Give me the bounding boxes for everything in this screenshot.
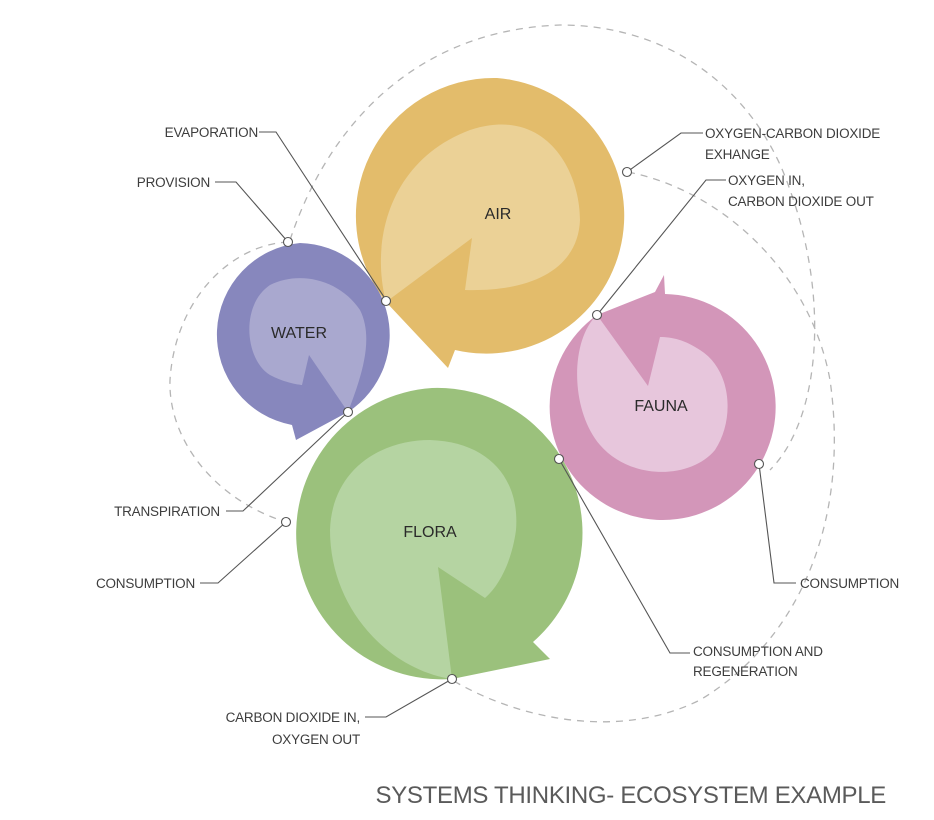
diagram-title: SYSTEMS THINKING- ECOSYSTEM EXAMPLE [376, 782, 887, 809]
label-consumption-regeneration-1: CONSUMPTION AND [693, 644, 823, 659]
label-transpiration: TRANSPIRATION [114, 504, 220, 519]
label-oxygen-carbon-exchange-2: EXHANGE [705, 147, 770, 162]
dot-consumption-left [280, 516, 292, 528]
water-inner-disc [249, 278, 367, 412]
leader-co2-in [365, 678, 453, 718]
node-flora[interactable]: FLORA [296, 387, 583, 680]
dashed-cycles [169, 24, 835, 723]
dot-oxygen-in [591, 309, 603, 321]
leader-oxygen-carbon-exchange [626, 132, 703, 173]
leader-consumption-left [200, 521, 287, 584]
air-inner-disc [380, 124, 580, 302]
leader-oxygen-in [596, 179, 726, 316]
fauna-label: FAUNA [634, 398, 688, 415]
node-air[interactable]: AIR [355, 77, 625, 368]
dot-provision [282, 236, 294, 248]
water-label: WATER [271, 325, 327, 342]
label-consumption-right: CONSUMPTION [800, 576, 899, 591]
label-evaporation: EVAPORATION [165, 125, 258, 140]
label-provision: PROVISION [137, 175, 210, 190]
node-fauna[interactable]: FAUNA [549, 275, 776, 520]
annotation-labels: EVAPORATION PROVISION OXYGEN-CARBON DIOX… [96, 125, 899, 747]
dot-oxygen-carbon-exchange [621, 166, 633, 178]
fauna-inner-disc [577, 315, 728, 472]
leader-consumption-regeneration [558, 458, 690, 654]
dashed-cycle-right [451, 171, 835, 723]
label-consumption-regeneration-2: REGENERATION [693, 664, 798, 679]
label-oxygen-carbon-exchange-1: OXYGEN-CARBON DIOXIDE [705, 126, 880, 141]
leader-transpiration [226, 411, 349, 512]
leader-lines [200, 131, 796, 718]
connector-dots [280, 166, 765, 685]
dot-consumption-right [753, 458, 765, 470]
air-label: AIR [485, 206, 512, 223]
dashed-cycle-outer-top [289, 24, 816, 471]
leader-provision [215, 181, 289, 243]
leader-consumption-right [758, 463, 796, 584]
label-oxygen-in-1: OXYGEN IN, [728, 173, 805, 188]
dot-co2-in [446, 673, 458, 685]
flora-label: FLORA [403, 524, 457, 541]
label-oxygen-in-2: CARBON DIOXIDE OUT [728, 194, 874, 209]
dot-transpiration [342, 406, 354, 418]
dot-consumption-regeneration [553, 453, 565, 465]
dashed-cycle-water [169, 241, 289, 523]
dot-evaporation [380, 295, 392, 307]
label-co2-in-1: CARBON DIOXIDE IN, [226, 710, 360, 725]
flora-inner-disc [330, 440, 517, 679]
label-co2-in-2: OXYGEN OUT [272, 732, 360, 747]
label-consumption-left: CONSUMPTION [96, 576, 195, 591]
node-water[interactable]: WATER [216, 243, 390, 440]
leader-evaporation [259, 131, 387, 301]
